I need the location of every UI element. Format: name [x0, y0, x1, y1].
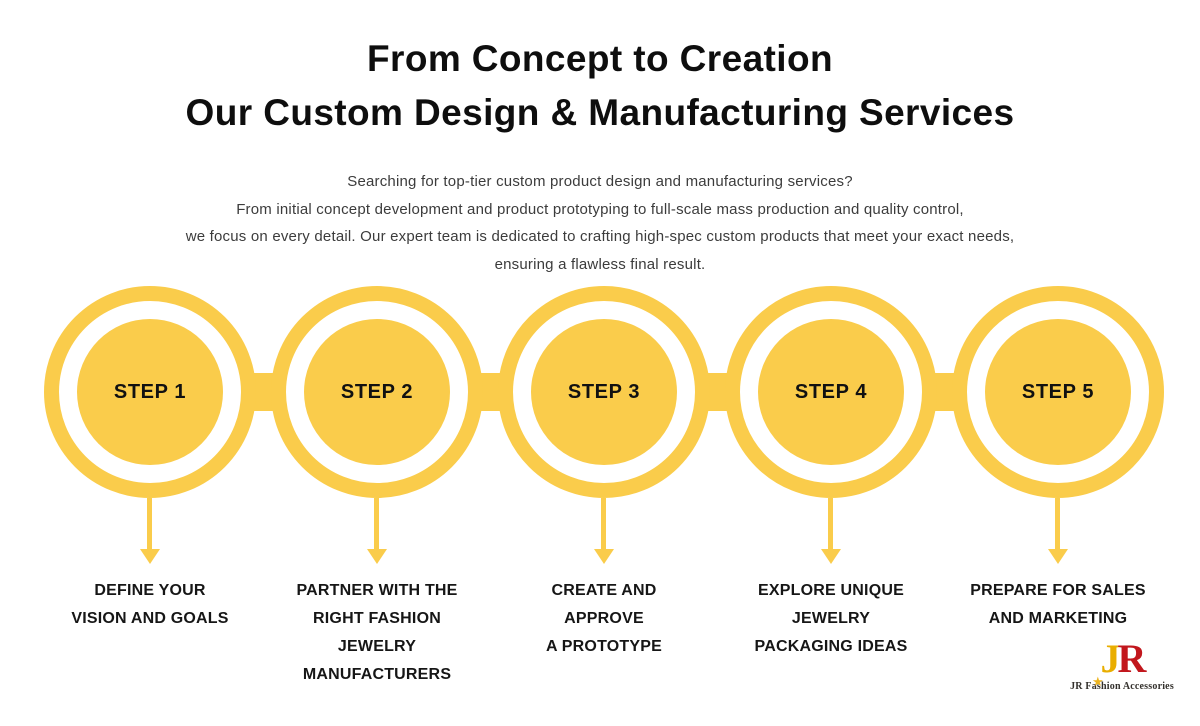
step-4-circle: STEP 4	[758, 319, 904, 465]
step-1-description: DEFINE YOUR VISION AND GOALS	[71, 582, 229, 627]
step-3-arrow-line	[601, 498, 606, 550]
step-2-description: PARTNER WITH THE RIGHT FASHION JEWELRY M…	[296, 582, 458, 683]
step-5-label: STEP 5	[1021, 380, 1095, 403]
step-2-arrow-line	[374, 498, 379, 550]
step-2-circle: STEP 2	[304, 319, 450, 465]
step-5-circle: STEP 5	[985, 319, 1131, 465]
company-logo: ★JR JR Fashion Accessories	[1068, 636, 1176, 693]
step-1-ring: STEP 1	[44, 286, 256, 498]
step-5-ring: STEP 5	[952, 286, 1164, 498]
intro-paragraph: Searching for top-tier custom product de…	[185, 173, 1015, 273]
step-2-label: STEP 2	[340, 380, 414, 403]
step-3-description: CREATE AND APPROVE A PROTOTYPE	[546, 582, 662, 655]
step-1-arrow-head-icon	[140, 549, 160, 564]
step-1-arrow-line	[147, 498, 152, 550]
logo-caption: JR Fashion Accessories	[1070, 681, 1174, 692]
step-2-arrow-head-icon	[367, 549, 387, 564]
step-4-label: STEP 4	[794, 380, 868, 403]
logo-letter-j: J	[1100, 636, 1121, 681]
step-3-ring: STEP 3	[498, 286, 710, 498]
step-2-ring: STEP 2	[271, 286, 483, 498]
step-4-description: EXPLORE UNIQUE JEWELRY PACKAGING IDEAS	[754, 582, 908, 655]
step-5-description: PREPARE FOR SALES AND MARKETING	[970, 582, 1146, 627]
step-4-ring: STEP 4	[725, 286, 937, 498]
star-icon: ★	[1092, 675, 1104, 690]
page-title-line-1: From Concept to Creation	[367, 38, 833, 79]
page-title-line-2: Our Custom Design & Manufacturing Servic…	[185, 92, 1015, 133]
step-5-arrow-line	[1055, 498, 1060, 550]
step-4-arrow-head-icon	[821, 549, 841, 564]
logo-letter-r: R	[1117, 636, 1147, 681]
step-3-arrow-head-icon	[594, 549, 614, 564]
step-1-circle: STEP 1	[77, 319, 223, 465]
step-3-label: STEP 3	[567, 380, 641, 403]
step-1-label: STEP 1	[113, 380, 187, 403]
step-3-circle: STEP 3	[531, 319, 677, 465]
step-4-arrow-line	[828, 498, 833, 550]
logo-monogram: ★JR	[1068, 636, 1176, 691]
step-5-arrow-head-icon	[1048, 549, 1068, 564]
